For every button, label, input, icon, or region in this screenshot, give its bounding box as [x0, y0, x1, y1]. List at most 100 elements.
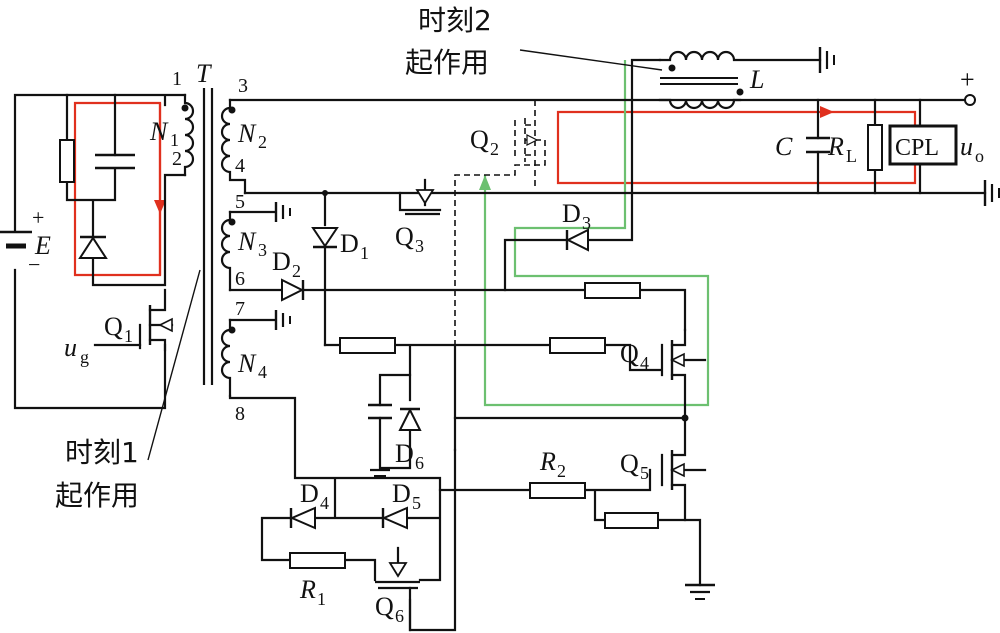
label-source-minus: − — [28, 252, 40, 277]
svg-text:4: 4 — [320, 493, 329, 513]
svg-text:3: 3 — [582, 213, 591, 233]
diode-d4 — [289, 506, 316, 530]
annotation-moment2-line1: 时刻2 — [418, 4, 492, 37]
label-source-plus: + — [32, 205, 44, 230]
label-rl: R L — [827, 132, 857, 166]
svg-text:Q: Q — [104, 312, 123, 341]
snubber-capacitor — [95, 153, 135, 170]
n4-lower-network — [228, 394, 442, 632]
svg-text:5: 5 — [640, 463, 649, 483]
svg-text:1: 1 — [360, 243, 369, 263]
diode-d6-capacitor — [368, 373, 422, 477]
winding-n4 — [220, 318, 236, 398]
r2-network — [438, 468, 702, 587]
svg-text:4: 4 — [258, 362, 267, 382]
label-n2: N 2 — [237, 119, 267, 152]
label-pin3: 3 — [238, 75, 248, 97]
label-ug: u g — [64, 333, 89, 367]
svg-text:Q: Q — [470, 125, 489, 154]
label-d6: D 6 — [395, 439, 424, 473]
label-pin1: 1 — [172, 68, 182, 90]
resistor-gate-a — [339, 337, 396, 354]
svg-text:2: 2 — [258, 132, 267, 152]
svg-text:2: 2 — [557, 461, 566, 481]
snubber-diode — [78, 235, 108, 259]
output-terminal-plus[interactable] — [964, 94, 976, 106]
svg-text:6: 6 — [395, 606, 404, 626]
winding-n2 — [220, 98, 247, 195]
label-q1: Q 1 — [104, 312, 133, 346]
winding-n3 — [220, 210, 236, 292]
svg-text:D: D — [392, 479, 411, 508]
svg-text:2: 2 — [490, 139, 499, 159]
label-n4: N 4 — [237, 349, 267, 382]
svg-text:D: D — [300, 479, 319, 508]
svg-text:5: 5 — [412, 493, 421, 513]
green-current-path-gate — [483, 60, 710, 407]
diode-d3 — [503, 58, 662, 292]
svg-text:Q: Q — [395, 222, 414, 251]
svg-text:L: L — [846, 146, 857, 166]
svg-text:2: 2 — [292, 261, 301, 281]
red-arrow-down — [154, 200, 166, 214]
load-resistor-rl — [867, 98, 883, 195]
ground-n3 — [228, 202, 291, 222]
svg-text:N: N — [237, 119, 257, 148]
svg-text:Q: Q — [375, 592, 394, 621]
label-plus: + — [960, 65, 975, 94]
svg-text:N: N — [149, 117, 169, 146]
svg-text:R: R — [539, 447, 556, 476]
label-pin2: 2 — [172, 148, 182, 170]
mosfet-q4 — [660, 328, 707, 420]
label-pin5: 5 — [235, 191, 245, 213]
annotation-moment1-line2: 起作用 — [55, 479, 139, 512]
label-source: E — [34, 231, 51, 260]
output-capacitor — [806, 98, 830, 195]
label-d4: D 4 — [300, 479, 329, 513]
label-q3: Q 3 — [395, 222, 424, 256]
red-current-path-output — [556, 110, 917, 185]
resistor-gate-b — [549, 337, 606, 354]
ground-q5 — [685, 583, 715, 600]
svg-text:D: D — [395, 439, 414, 468]
svg-text:Q: Q — [620, 449, 639, 478]
inductor-l — [658, 47, 835, 110]
ground-output — [983, 180, 1000, 206]
label-r2: R 2 — [539, 447, 566, 481]
label-r1: R 1 — [299, 575, 326, 609]
mosfet-q2 — [454, 100, 546, 450]
svg-text:1: 1 — [170, 130, 179, 150]
ground-n4 — [228, 310, 291, 330]
red-arrow-right — [820, 106, 834, 118]
svg-text:1: 1 — [317, 589, 326, 609]
label-n3: N 3 — [237, 227, 267, 260]
svg-text:D: D — [340, 229, 359, 258]
mosfet-q5 — [660, 416, 707, 522]
label-transformer: T — [196, 59, 212, 88]
svg-text:g: g — [80, 347, 89, 367]
diode-d1 — [311, 191, 339, 347]
winding-n1 — [181, 93, 195, 177]
q4-gate-network — [323, 343, 662, 452]
label-inductor: L — [749, 65, 764, 94]
label-n1: N 1 — [149, 117, 179, 150]
label-pin7: 7 — [235, 298, 245, 320]
svg-text:6: 6 — [415, 453, 424, 473]
svg-text:u: u — [960, 132, 973, 161]
annotation-moment2-line2: 起作用 — [405, 46, 489, 79]
resistor-q5 — [604, 512, 659, 529]
label-q2: Q 2 — [470, 125, 499, 159]
snubber-wires — [65, 93, 187, 287]
label-pin8: 8 — [235, 403, 245, 425]
svg-text:N: N — [237, 227, 257, 256]
svg-text:4: 4 — [640, 353, 649, 373]
label-uo: u o — [960, 132, 984, 166]
resistor-r1 — [289, 552, 346, 569]
label-cpl: CPL — [895, 135, 939, 161]
diode-d2 — [228, 278, 687, 332]
cpl-box — [888, 124, 958, 166]
label-d1: D 1 — [340, 229, 369, 263]
svg-text:Q: Q — [620, 339, 639, 368]
label-q5: Q 5 — [620, 449, 649, 483]
battery-wires — [13, 93, 187, 410]
